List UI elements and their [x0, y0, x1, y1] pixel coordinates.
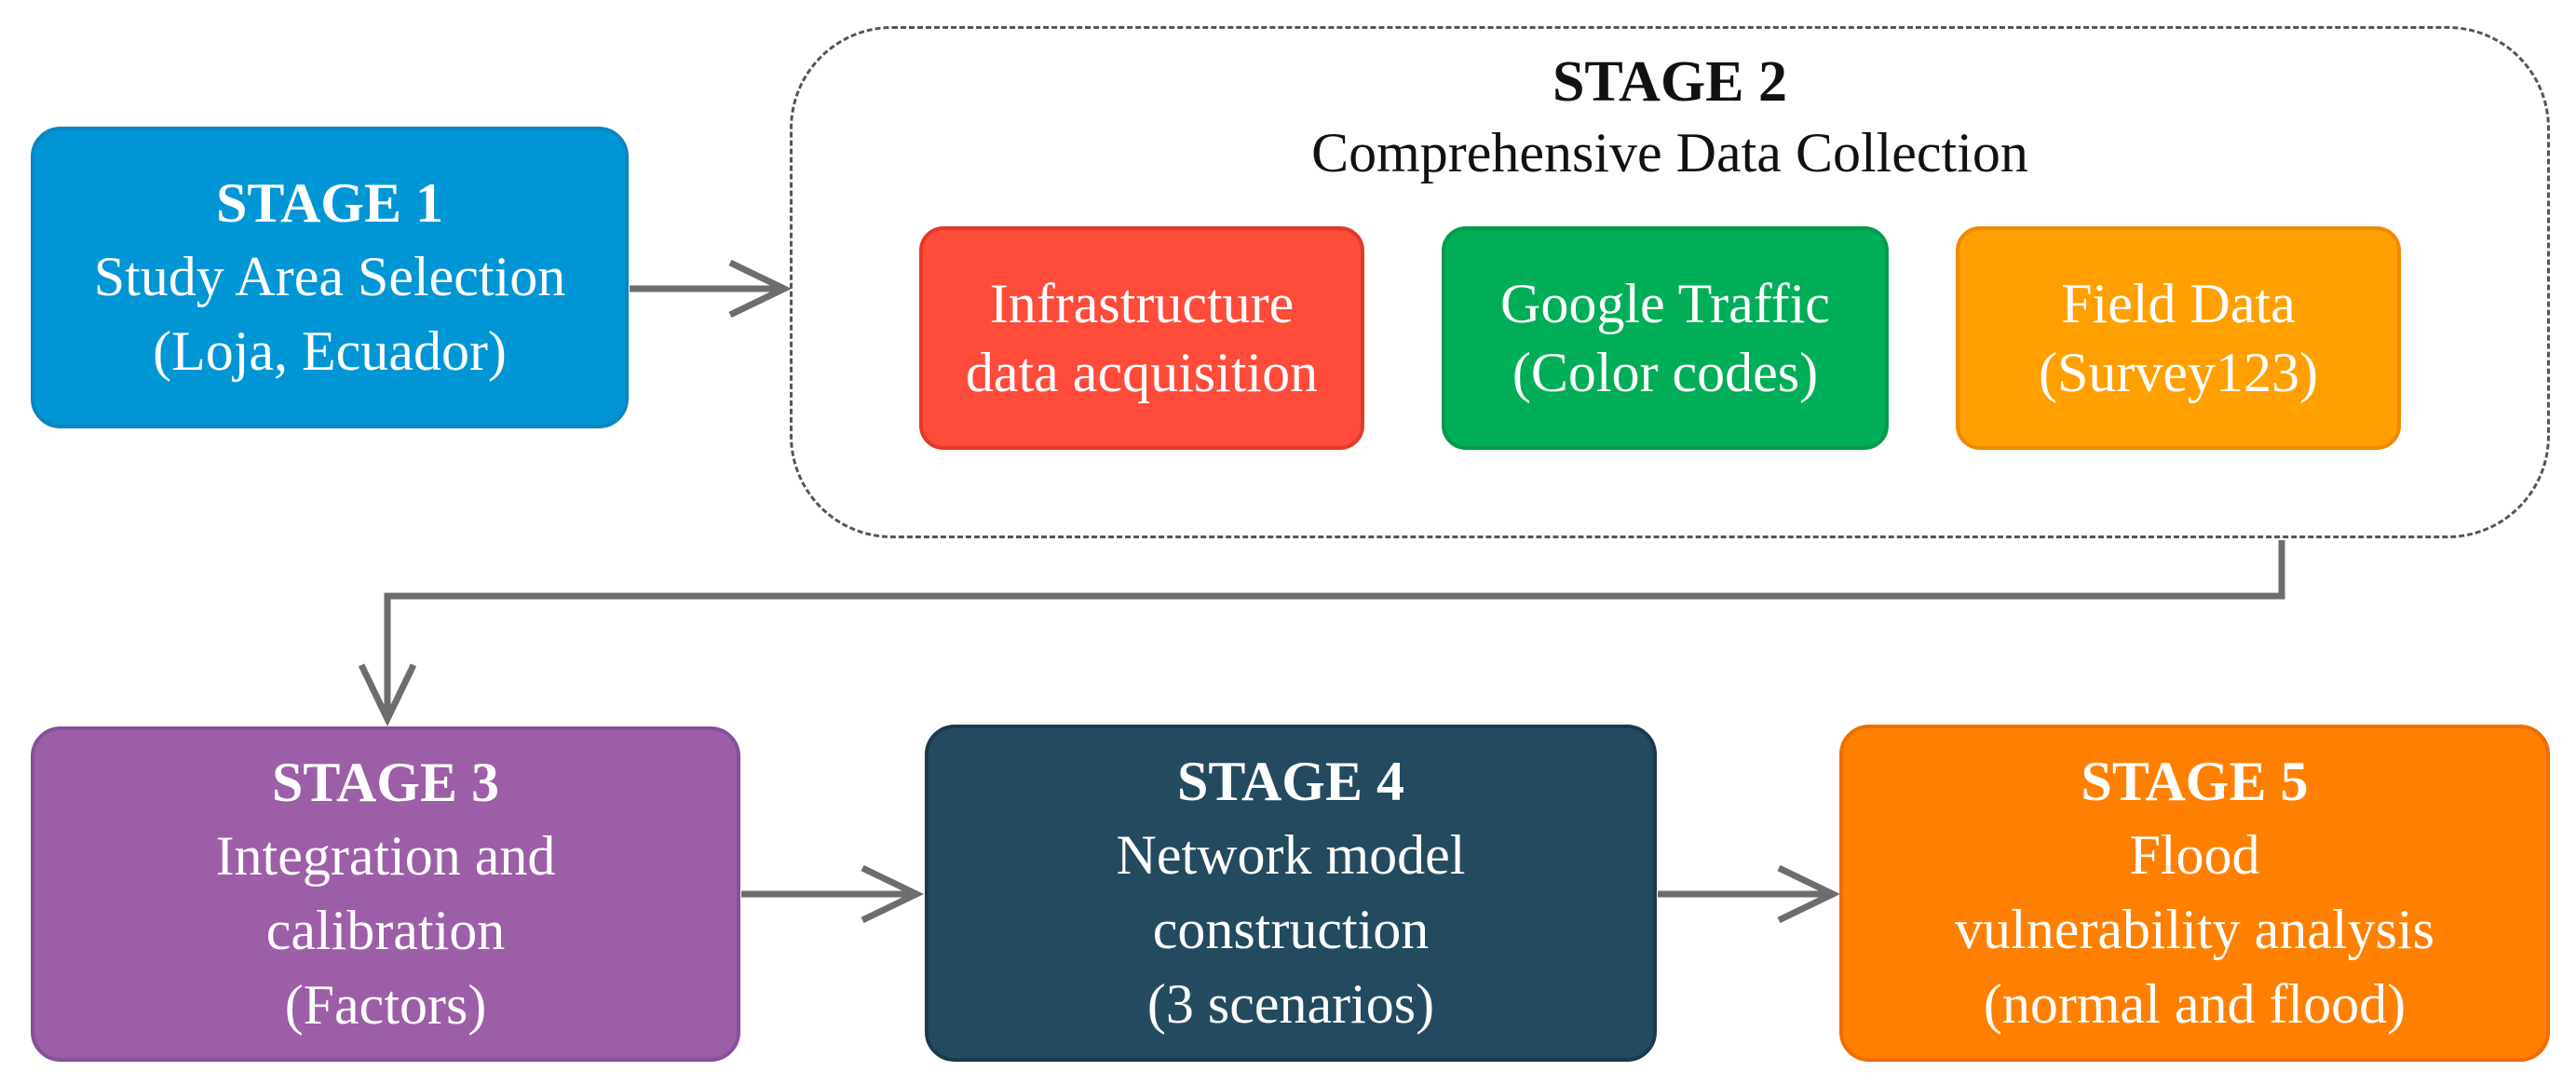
field-data-box: Field Data (Survey123) [1956, 226, 2401, 450]
stage1-line2: (Loja, Ecuador) [153, 320, 507, 382]
stage5-line1: Flood [2129, 824, 2260, 886]
stage2-group-frame [790, 26, 2550, 538]
arrow-stage1-to-stage2 [630, 259, 793, 319]
stage4-line2: construction [1152, 899, 1430, 960]
stage1-box: STAGE 1 Study Area Selection (Loja, Ecua… [31, 127, 629, 428]
stage3-line2: calibration [265, 900, 506, 961]
stage5-line3: (normal and flood) [1983, 973, 2407, 1035]
arrow-stage3-to-stage4 [741, 864, 925, 924]
stage3-box: STAGE 3 Integration and calibration (Fac… [31, 726, 740, 1062]
stage4-line3: (3 scenarios) [1146, 973, 1435, 1035]
stage3-line1: Integration and [215, 825, 556, 887]
google-traffic-line1: Google Traffic [1500, 273, 1830, 334]
infrastructure-line2: data acquisition [965, 342, 1319, 403]
stage3-line3: (Factors) [284, 974, 487, 1036]
stage1-line1: Study Area Selection [93, 246, 566, 307]
google-traffic-line2: (Color codes) [1512, 342, 1819, 403]
infrastructure-data-box: Infrastructure data acquisition [919, 226, 1364, 450]
google-traffic-box: Google Traffic (Color codes) [1442, 226, 1889, 450]
field-data-line1: Field Data [2061, 273, 2296, 334]
stage5-line2: vulnerability analysis [1955, 899, 2434, 960]
stage2-subtitle: Comprehensive Data Collection [1311, 122, 2028, 183]
stage2-header: STAGE 2 Comprehensive Data Collection [790, 47, 2550, 188]
stage4-line1: Network model [1116, 824, 1466, 886]
field-data-line2: (Survey123) [2039, 342, 2318, 403]
stage4-box: STAGE 4 Network model construction (3 sc… [925, 725, 1657, 1062]
stage4-title: STAGE 4 [1177, 751, 1404, 812]
arrow-stage2-to-stage3 [358, 540, 2285, 727]
arrow-stage4-to-stage5 [1658, 864, 1841, 924]
stage5-title: STAGE 5 [2081, 751, 2309, 812]
infrastructure-line1: Infrastructure [989, 273, 1295, 334]
stage2-title: STAGE 2 [1552, 50, 1788, 114]
stage3-title: STAGE 3 [272, 752, 499, 813]
stage1-title: STAGE 1 [216, 172, 443, 234]
stage5-box: STAGE 5 Flood vulnerability analysis (no… [1839, 725, 2550, 1062]
